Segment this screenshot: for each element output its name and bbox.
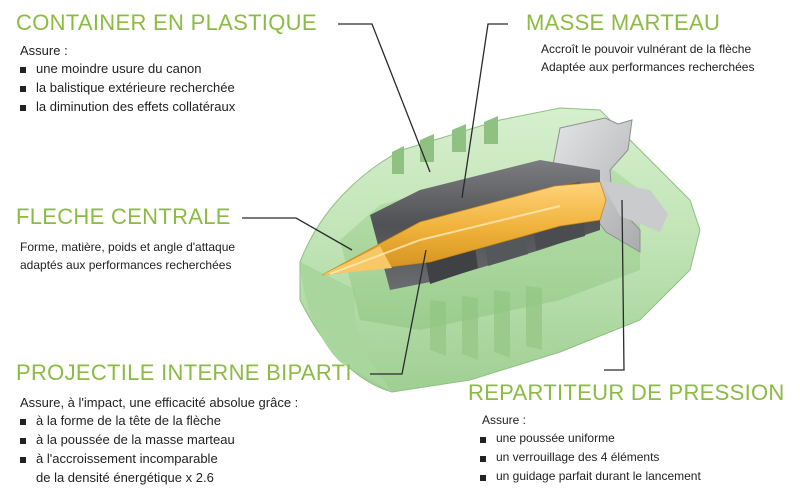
dart-line-1: Forme, matière, poids et angle d'attaque: [20, 240, 236, 254]
list-item: un verrouillage des 4 éléments: [478, 448, 701, 467]
list-item-continuation: de la densité énergétique x 2.6: [36, 470, 214, 485]
bullet-square-icon: [480, 456, 486, 462]
distributor-title: REPARTITEUR DE PRESSION: [468, 380, 785, 405]
bullet-square-icon: [20, 67, 26, 73]
leader-lines: [242, 23, 625, 375]
leader-distributor: [604, 199, 625, 371]
dart-line-2: adaptés aux performances recherchées: [20, 258, 232, 272]
list-item: un guidage parfait durant le lancement: [478, 467, 701, 486]
hammer-title: MASSE MARTEAU: [526, 10, 721, 35]
leader-container: [338, 23, 431, 173]
bullet-square-icon: [20, 438, 26, 444]
bullet-square-icon: [20, 86, 26, 92]
leader-projectile: [370, 249, 427, 375]
central-dart-shape: [321, 181, 607, 276]
container-title: CONTAINER EN PLASTIQUE: [16, 10, 317, 35]
list-item: la diminution des effets collatéraux: [18, 97, 235, 116]
projectile-title: PROJECTILE INTERNE BIPARTI: [16, 360, 352, 385]
list-item: la balistique extérieure recherchée: [18, 78, 235, 97]
list-item: une poussée uniforme: [478, 429, 701, 448]
list-item: à l'accroissement incomparable: [18, 449, 235, 468]
list-item: à la poussée de la masse marteau: [18, 430, 235, 449]
leader-hammer: [461, 23, 508, 199]
container-lead: Assure :: [20, 43, 68, 58]
hammer-line-2: Adaptée aux performances recherchées: [541, 60, 755, 74]
hammer-line-1: Accroît le pouvoir vulnérant de la flèch…: [541, 42, 752, 56]
distributor-list: une poussée uniforme un verrouillage des…: [478, 429, 701, 486]
distributor-lead: Assure :: [482, 413, 527, 427]
bullet-square-icon: [20, 105, 26, 111]
bullet-square-icon: [20, 457, 26, 463]
list-item: une moindre usure du canon: [18, 59, 235, 78]
list-item: à la forme de la tête de la flèche: [18, 411, 235, 430]
dart-title: FLECHE CENTRALE: [16, 204, 231, 229]
projectile-lead: Assure, à l'impact, une efficacité absol…: [20, 395, 299, 410]
projectile-list: à la forme de la tête de la flèche à la …: [18, 411, 235, 487]
container-list: une moindre usure du canon la balistique…: [18, 59, 235, 116]
bullet-square-icon: [480, 475, 486, 481]
bullet-square-icon: [20, 419, 26, 425]
bullet-square-icon: [480, 437, 486, 443]
leader-dart: [242, 217, 353, 251]
